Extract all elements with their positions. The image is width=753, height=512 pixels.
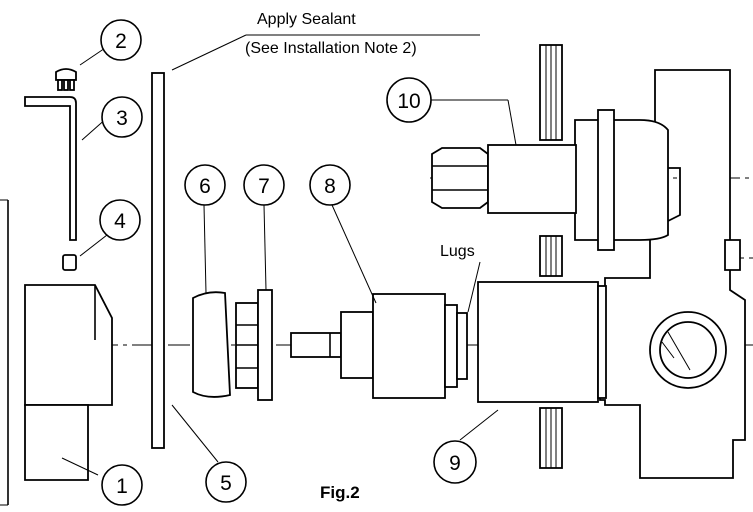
sealant-note-line2: (See Installation Note 2) <box>245 40 417 57</box>
svg-text:2: 2 <box>115 30 127 53</box>
svg-text:1: 1 <box>116 475 128 498</box>
callout-8: 8 <box>309 164 351 206</box>
callout-2: 2 <box>100 19 142 61</box>
svg-text:9: 9 <box>449 452 461 475</box>
callout-3: 3 <box>101 96 143 138</box>
part-cartridge <box>290 293 468 399</box>
svg-text:7: 7 <box>258 175 270 198</box>
lugs-label: Lugs <box>440 243 475 260</box>
callout-4: 4 <box>99 199 141 241</box>
part-hex-key <box>24 96 77 241</box>
svg-text:4: 4 <box>114 210 126 233</box>
callout-5: 5 <box>205 461 247 503</box>
callout-7: 7 <box>243 164 285 206</box>
svg-text:5: 5 <box>220 472 232 495</box>
svg-text:3: 3 <box>116 107 128 130</box>
part-valve-body <box>477 44 746 479</box>
svg-text:6: 6 <box>199 175 211 198</box>
figure-label: Fig.2 <box>320 483 360 502</box>
part-set-screw <box>62 254 77 271</box>
callout-1: 1 <box>101 464 143 506</box>
callout-9: 9 <box>433 440 477 484</box>
part-handle <box>24 284 113 481</box>
callout-6: 6 <box>184 164 226 206</box>
svg-text:8: 8 <box>324 175 336 198</box>
svg-text:10: 10 <box>397 90 420 113</box>
leader-lines <box>61 34 517 476</box>
part-stop-valve <box>431 144 577 214</box>
callout-10: 10 <box>386 77 432 123</box>
part-escutcheon <box>151 72 165 449</box>
part-trim-sleeve <box>192 291 231 398</box>
part-cap <box>55 68 77 91</box>
sealant-note-line1: Apply Sealant <box>257 11 356 28</box>
part-nut <box>235 289 273 401</box>
